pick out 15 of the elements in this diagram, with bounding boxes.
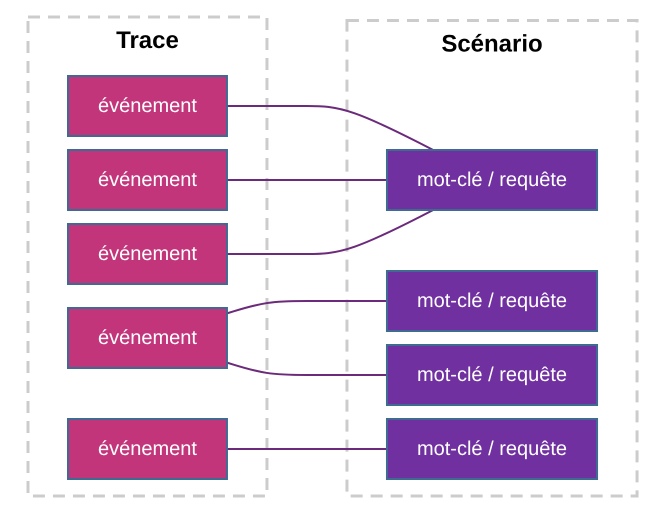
node-box: événement (67, 75, 228, 137)
node-box: mot-clé / requête (386, 344, 599, 406)
node-box: mot-clé / requête (386, 270, 599, 332)
connector (227, 362, 388, 376)
node-box: événement (67, 149, 228, 211)
connector (227, 209, 434, 255)
node-box: événement (67, 307, 228, 369)
node-box: mot-clé / requête (386, 418, 599, 480)
connector (227, 300, 388, 314)
connector (227, 179, 388, 181)
connector (227, 448, 388, 450)
node-box: événement (67, 223, 228, 285)
node-box: mot-clé / requête (386, 149, 599, 211)
node-box: événement (67, 418, 228, 480)
connector (227, 105, 434, 151)
